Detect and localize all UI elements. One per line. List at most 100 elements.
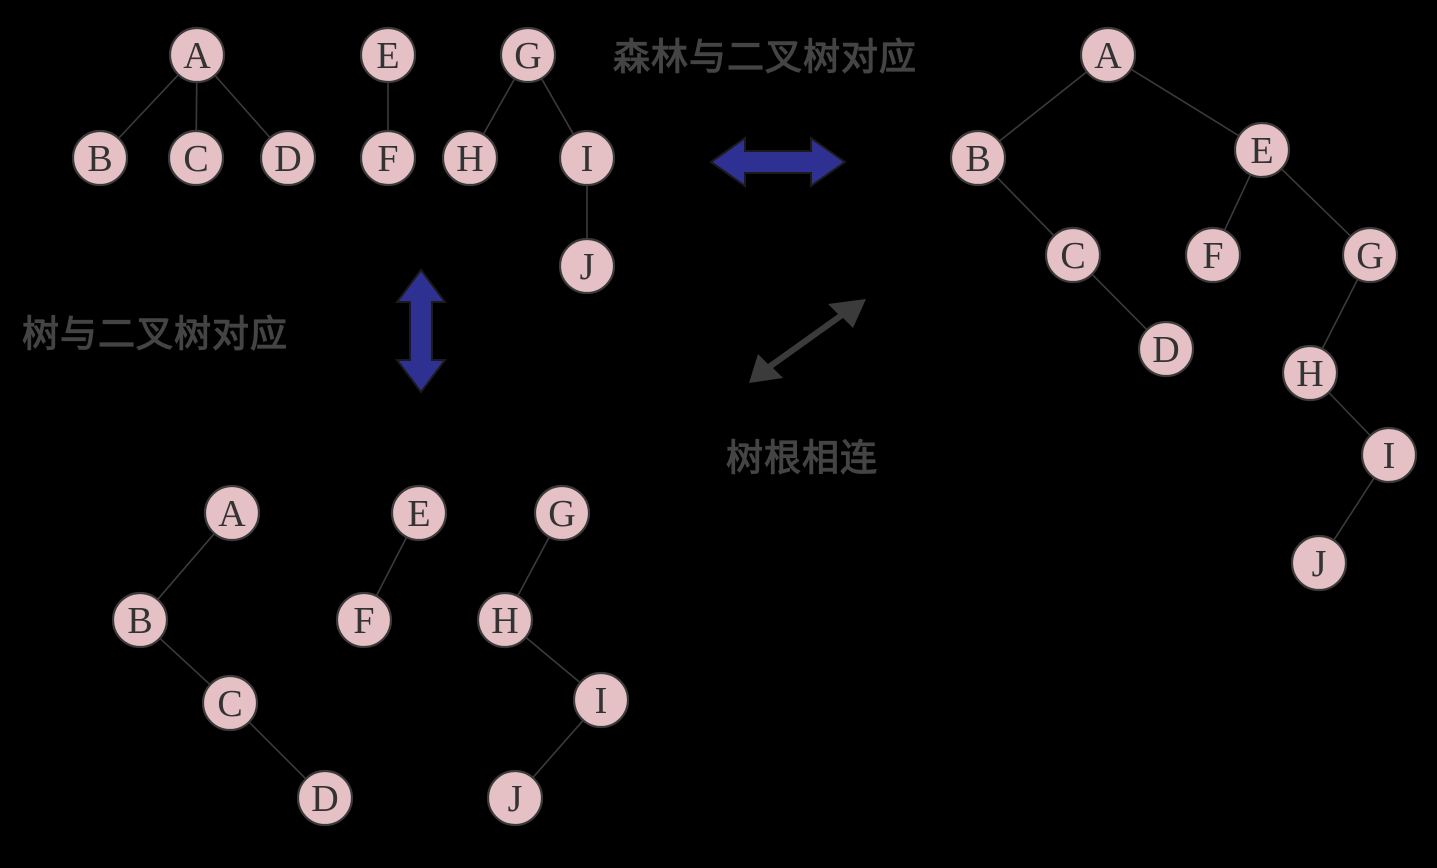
node-circle-a bbox=[1079, 26, 1137, 84]
tree-node-j[interactable]: J bbox=[486, 769, 544, 827]
double-vertical-arrow-shape bbox=[395, 268, 447, 394]
tree-edge-i-j bbox=[1331, 475, 1377, 543]
node-circle-d bbox=[296, 769, 354, 827]
node-circle-b bbox=[949, 129, 1007, 187]
tree-edge-b-c bbox=[994, 175, 1057, 238]
tree-node-a[interactable]: A bbox=[1079, 26, 1137, 84]
forest-edges bbox=[116, 72, 588, 242]
tree-node-b[interactable]: B bbox=[949, 129, 1007, 187]
tree-binary-arrow bbox=[395, 268, 447, 394]
tree-node-j[interactable]: J bbox=[1290, 534, 1348, 592]
tree-edge-e-f bbox=[1222, 171, 1253, 234]
tree-edge-h-i bbox=[523, 635, 583, 685]
tree-node-b[interactable]: B bbox=[111, 591, 169, 649]
node-circle-e bbox=[359, 26, 417, 84]
node-circle-g bbox=[1341, 226, 1399, 284]
caption-roots-linked: 树根相连 bbox=[726, 438, 878, 479]
node-circle-f bbox=[359, 129, 417, 187]
tree-node-g[interactable]: G bbox=[499, 26, 557, 84]
tree-edge-e-f bbox=[374, 534, 409, 599]
tree-node-a[interactable]: A bbox=[203, 484, 261, 542]
tree-edge-b-c bbox=[157, 636, 213, 687]
double-diagonal-arrow-shape bbox=[749, 299, 866, 383]
binary-tree-nodes: A BCD EF G HIJ bbox=[949, 26, 1418, 592]
tree-node-g[interactable]: G bbox=[533, 484, 591, 542]
tree-node-h[interactable]: H bbox=[441, 129, 499, 187]
node-circle-g bbox=[499, 26, 557, 84]
tree-edge-a-b bbox=[996, 69, 1090, 144]
node-circle-c bbox=[201, 674, 259, 732]
node-circle-j bbox=[558, 237, 616, 295]
tree-edge-g-h bbox=[481, 75, 517, 138]
tree-edge-a-c bbox=[195, 79, 198, 134]
tree-node-i[interactable]: I bbox=[572, 671, 630, 729]
tree-edge-a-b bbox=[155, 531, 217, 602]
binary-tree-edges bbox=[994, 67, 1377, 543]
tree-node-a[interactable]: A bbox=[168, 26, 226, 84]
caption-forest-binary-correspondence: 森林与二叉树对应 bbox=[613, 37, 917, 78]
tree-node-d[interactable]: D bbox=[1137, 320, 1195, 378]
node-circle-f bbox=[335, 591, 393, 649]
node-circle-a bbox=[203, 484, 261, 542]
node-circle-e bbox=[1233, 121, 1291, 179]
tree-edge-a-e bbox=[1128, 67, 1242, 138]
node-circle-i bbox=[1360, 426, 1418, 484]
tree-edge-c-d bbox=[1089, 271, 1150, 333]
tree-node-c[interactable]: C bbox=[167, 129, 225, 187]
node-circle-d bbox=[259, 129, 317, 187]
node-circle-b bbox=[111, 591, 169, 649]
tree-edge-g-i bbox=[539, 75, 576, 138]
node-circle-g bbox=[533, 484, 591, 542]
node-circle-j bbox=[1290, 534, 1348, 592]
tree-edge-a-b bbox=[116, 72, 181, 141]
tree-edge-a-d bbox=[212, 72, 273, 141]
node-circle-j bbox=[486, 769, 544, 827]
tree-node-g[interactable]: G bbox=[1341, 226, 1399, 284]
tree-node-d[interactable]: D bbox=[296, 769, 354, 827]
node-circle-f bbox=[1184, 226, 1242, 284]
caption-tree-binary-correspondence: 树与二叉树对应 bbox=[22, 314, 288, 355]
node-circle-i bbox=[572, 671, 630, 729]
node-circle-c bbox=[1044, 226, 1102, 284]
tree-edge-g-h bbox=[1320, 276, 1360, 352]
tree-node-c[interactable]: C bbox=[1044, 226, 1102, 284]
tree-node-i[interactable]: I bbox=[558, 129, 616, 187]
binary-forest-edges bbox=[155, 531, 586, 782]
tree-edge-e-g bbox=[1279, 166, 1353, 239]
node-circle-e bbox=[390, 484, 448, 542]
panel-binary-tree: A BCD EF G HIJ bbox=[949, 26, 1418, 592]
tree-node-e[interactable]: E bbox=[359, 26, 417, 84]
roots-linked-arrow bbox=[749, 299, 866, 383]
double-horizontal-arrow-shape bbox=[709, 136, 847, 188]
node-circle-h bbox=[441, 129, 499, 187]
node-circle-c bbox=[167, 129, 225, 187]
tree-node-f[interactable]: F bbox=[335, 591, 393, 649]
tree-node-h[interactable]: H bbox=[1281, 344, 1339, 402]
node-circle-b bbox=[71, 129, 129, 187]
tree-node-f[interactable]: F bbox=[359, 129, 417, 187]
tree-node-h[interactable]: H bbox=[476, 591, 534, 649]
tree-node-e[interactable]: E bbox=[1233, 121, 1291, 179]
node-circle-h bbox=[1281, 344, 1339, 402]
tree-node-d[interactable]: D bbox=[259, 129, 317, 187]
tree-node-b[interactable]: B bbox=[71, 129, 129, 187]
tree-edge-g-h bbox=[515, 534, 552, 599]
node-circle-d bbox=[1137, 320, 1195, 378]
tree-edge-c-d bbox=[246, 719, 309, 782]
tree-node-e[interactable]: E bbox=[390, 484, 448, 542]
forest-binary-arrow bbox=[709, 136, 847, 188]
tree-edge-i-j bbox=[530, 717, 586, 781]
tree-node-c[interactable]: C bbox=[201, 674, 259, 732]
tree-edge-h-i bbox=[1326, 390, 1373, 438]
node-circle-a bbox=[168, 26, 226, 84]
tree-node-i[interactable]: I bbox=[1360, 426, 1418, 484]
node-circle-i bbox=[558, 129, 616, 187]
tree-node-j[interactable]: J bbox=[558, 237, 616, 295]
tree-node-f[interactable]: F bbox=[1184, 226, 1242, 284]
